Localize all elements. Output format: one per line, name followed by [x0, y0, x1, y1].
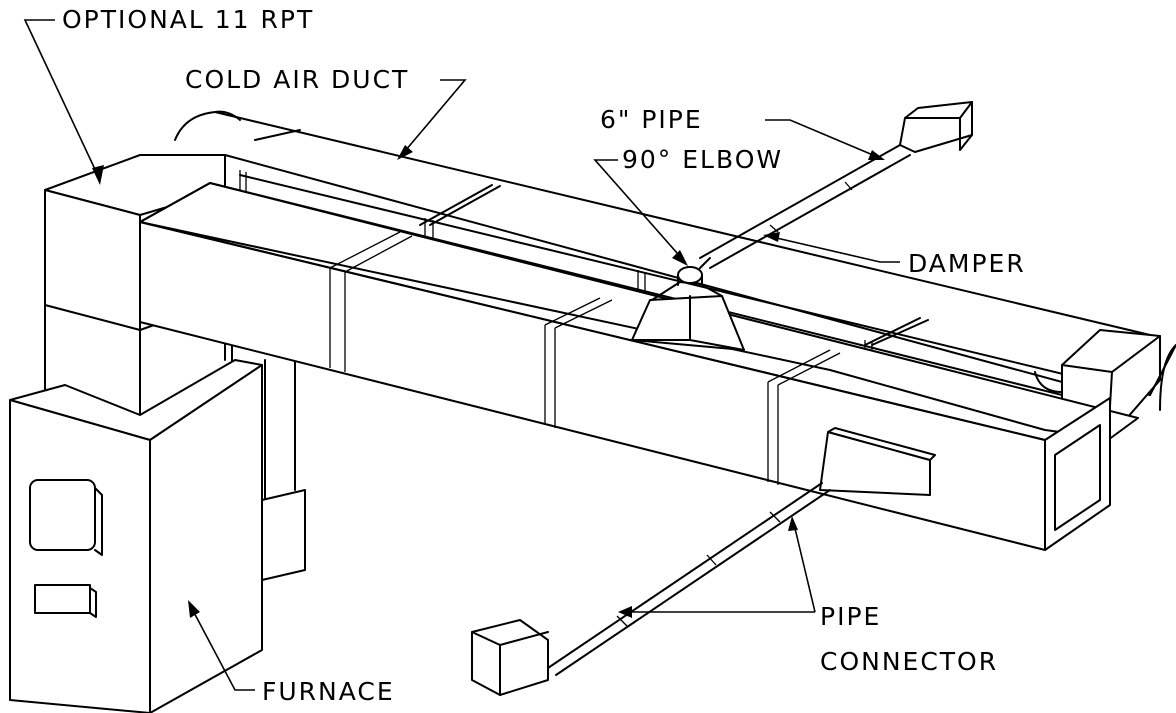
label-90-elbow: 90° ELBOW [622, 145, 783, 174]
supply-main-duct [139, 182, 1139, 551]
leader-optional-rpt [23, 19, 104, 185]
label-pipe-connector-2: CONNECTOR [820, 647, 998, 676]
furnace [9, 359, 306, 713]
label-cold-air-duct: COLD AIR DUCT [185, 65, 409, 94]
pipe-6in-top [699, 101, 973, 269]
label-optional-rpt: OPTIONAL 11 RPT [62, 5, 314, 34]
label-6in-pipe: 6" PIPE [600, 105, 703, 134]
label-pipe-connector-1: PIPE [820, 602, 881, 631]
leader-furnace [188, 600, 255, 691]
leader-6in-pipe [765, 119, 885, 160]
label-furnace: FURNACE [262, 677, 395, 706]
leader-pipe-connector [618, 516, 816, 618]
leader-cold-air-duct [397, 79, 467, 160]
takeoff-boot-top [631, 257, 745, 351]
leader-damper [763, 232, 900, 263]
leader-90-elbow [593, 159, 688, 266]
pipe-lower [471, 427, 936, 696]
label-damper: DAMPER [908, 249, 1026, 278]
